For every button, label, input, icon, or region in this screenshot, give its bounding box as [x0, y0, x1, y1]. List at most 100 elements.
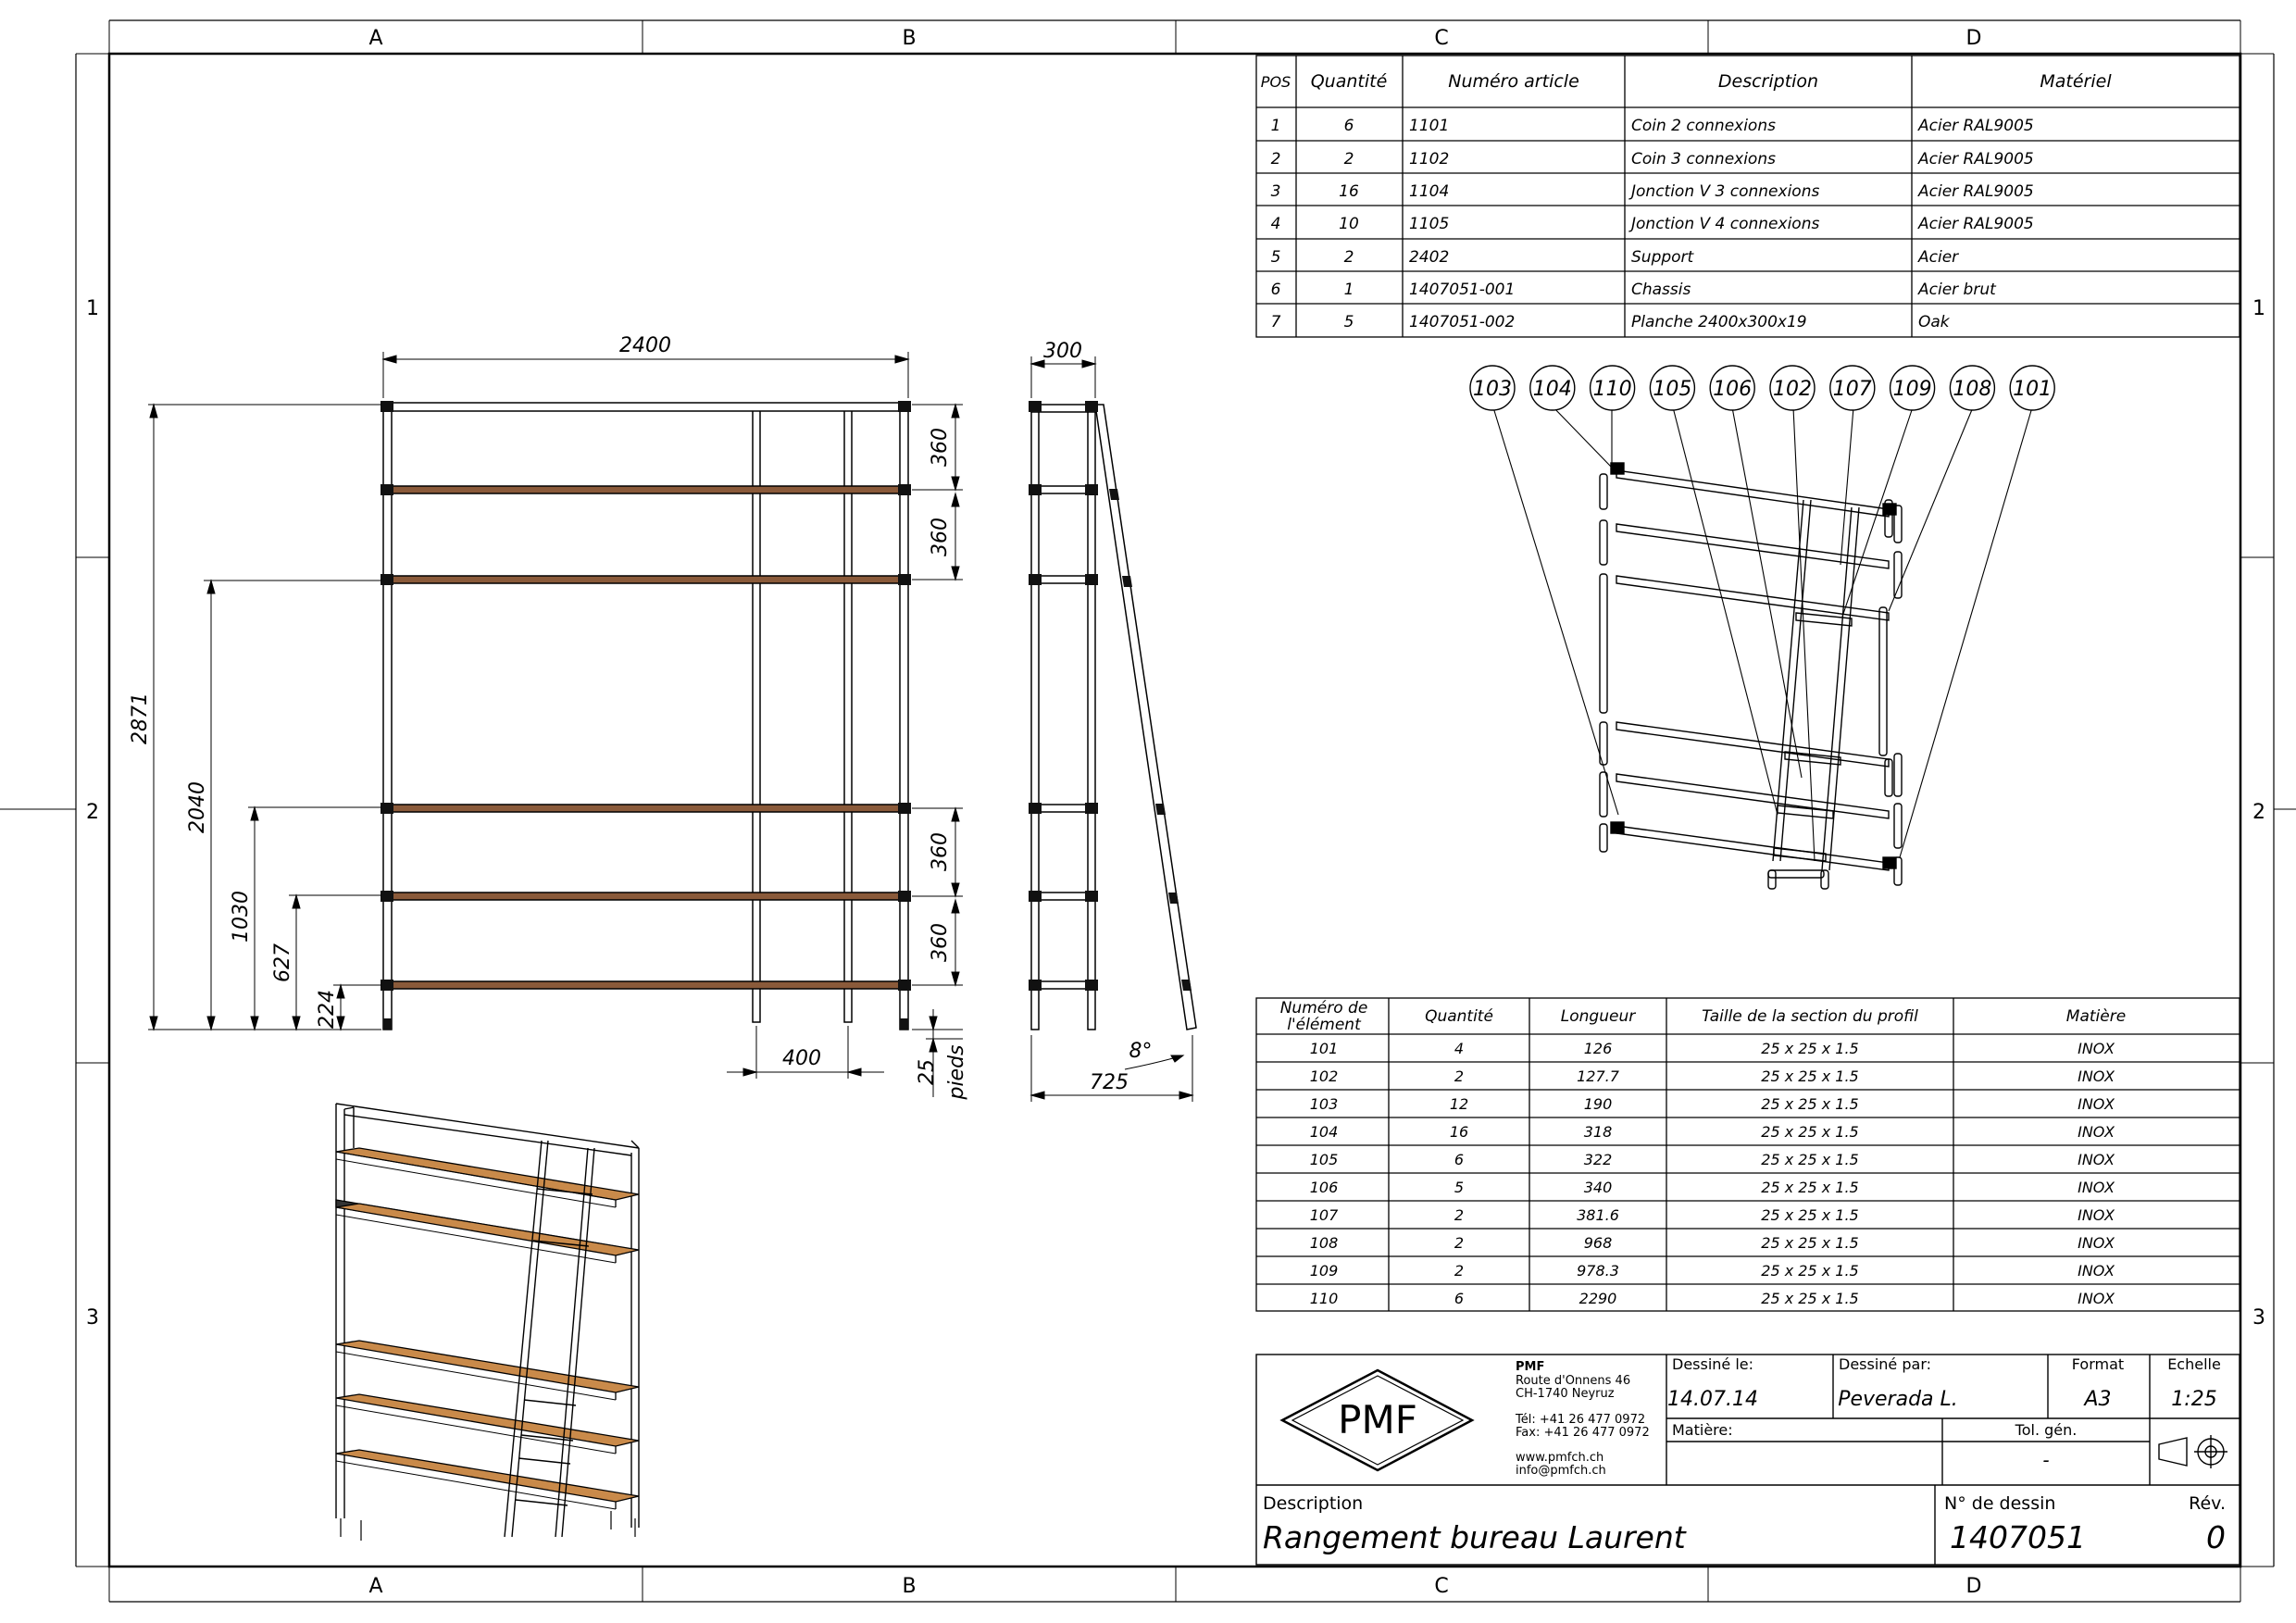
company-mail: info@pmfch.ch: [1516, 1464, 1606, 1478]
profile-cell: 2290: [1579, 1290, 1617, 1307]
scale-value: 1:25: [2171, 1388, 2216, 1411]
zone-labels: A B C D A B C D 1 2 3 1 2 3: [86, 27, 2265, 1598]
balloon: [2009, 365, 2055, 411]
profile-cell: 318: [1584, 1123, 1613, 1141]
description-label: Description: [1263, 1493, 1363, 1514]
profile-cell: 381.6: [1577, 1206, 1619, 1224]
profile-cell: INOX: [2078, 1290, 2115, 1307]
col-label-top-c: C: [1434, 27, 1448, 50]
profile-cell: INOX: [2078, 1206, 2115, 1224]
profile-cell: 2: [1454, 1206, 1464, 1224]
bom-cell: 2: [1344, 150, 1354, 169]
dim-400: 400: [782, 1047, 821, 1070]
col-label-bottom-b: B: [902, 1575, 916, 1598]
bom-cell: 1: [1344, 281, 1354, 299]
bom-cell: 1101: [1409, 117, 1449, 135]
profile-cell: 25 x 25 x 1.5: [1761, 1123, 1858, 1141]
profile-cell: 126: [1584, 1040, 1613, 1057]
drawn-on-value: 14.07.14: [1667, 1388, 1758, 1411]
row-label-left-1: 1: [86, 297, 99, 320]
bom-cell: 1104: [1409, 182, 1449, 201]
profile-cell: 322: [1584, 1151, 1613, 1168]
profile-cell: 109: [1310, 1262, 1339, 1280]
profile-cell: 108: [1310, 1234, 1339, 1252]
company-logo: PMF: [1279, 1368, 1475, 1472]
profile-header-section: Taille de la section du profil: [1702, 1007, 1918, 1026]
profile-cell: 2: [1454, 1234, 1464, 1252]
balloon-label: 110: [1593, 378, 1632, 401]
col-label-top-b: B: [902, 27, 916, 50]
dim-feet-label: pieds: [945, 1044, 968, 1100]
balloon: [1949, 365, 1996, 411]
col-label-bottom-a: A: [368, 1575, 382, 1598]
bom-header-qty: Quantité: [1311, 71, 1388, 92]
bom-cell: 1407051-001: [1409, 281, 1515, 299]
bom-header-material: Matériel: [2040, 71, 2112, 92]
balloon-label: 105: [1653, 378, 1691, 401]
drawn-on-label: Dessiné le:: [1672, 1355, 1753, 1373]
profile-cell: INOX: [2078, 1179, 2115, 1196]
dim-360-b: 360: [929, 518, 952, 556]
profile-cell: 25 x 25 x 1.5: [1761, 1262, 1858, 1280]
profile-cell: 2: [1454, 1262, 1464, 1280]
profile-header-length: Longueur: [1561, 1007, 1636, 1026]
bom-cell: 16: [1339, 182, 1359, 201]
company-web: www.pmfch.ch: [1516, 1451, 1603, 1465]
bom-header-pos: POS: [1261, 73, 1291, 91]
profile-cell: 340: [1584, 1179, 1613, 1196]
row-label-right-1: 1: [2252, 297, 2265, 320]
tol-value: -: [2042, 1449, 2049, 1471]
logo-text: PMF: [1338, 1397, 1417, 1442]
tol-label: Tol. gén.: [2015, 1421, 2078, 1439]
row-label-right-2: 2: [2252, 801, 2265, 824]
profile-cell: INOX: [2078, 1234, 2115, 1252]
bom-cell: 6: [1271, 281, 1281, 299]
profile-table: Numéro de l'élément Quantité Longueur Ta…: [1255, 997, 2240, 1312]
title-block: PMF PMF Route d'Onnens 46 CH-1740 Neyruz…: [1255, 1354, 2240, 1566]
drawing-number-label: N° de dessin: [1944, 1493, 2055, 1514]
bom-cell: Acier RAL9005: [1917, 150, 2034, 169]
dim-2040: 2040: [186, 781, 209, 833]
profile-header-material: Matière: [2066, 1007, 2126, 1026]
bom-cell: Acier RAL9005: [1917, 215, 2034, 233]
company-address-2: CH-1740 Neyruz: [1516, 1387, 1615, 1401]
balloon: [1769, 365, 1816, 411]
profile-cell: 107: [1310, 1206, 1339, 1224]
profile-cell: 25 x 25 x 1.5: [1761, 1290, 1858, 1307]
profile-cell: 5: [1454, 1179, 1464, 1196]
balloon: [1889, 365, 1936, 411]
side-dimension-text: 300 8° 725: [1043, 340, 1153, 1094]
bom-cell: Acier: [1917, 248, 1959, 267]
dim-height-total: 2871: [129, 693, 152, 744]
drawing-number-value: 1407051: [1950, 1519, 2086, 1555]
balloon: [1589, 365, 1636, 411]
bom-cell: 1105: [1409, 215, 1449, 233]
scale-label: Echelle: [2167, 1355, 2221, 1373]
material-label: Matière:: [1672, 1421, 1733, 1439]
leader-lines: [1491, 404, 2033, 862]
col-label-top-d: D: [1966, 27, 1982, 50]
profile-cell: 102: [1310, 1067, 1339, 1085]
bom-cell: 1102: [1409, 150, 1449, 169]
dim-base-725: 725: [1090, 1071, 1129, 1094]
profile-cell: 12: [1450, 1095, 1468, 1113]
bom-cell: Acier RAL9005: [1917, 182, 2034, 201]
bom-cell: 5: [1344, 313, 1354, 331]
drawn-by-label: Dessiné par:: [1839, 1355, 1931, 1373]
bom-cell: 1407051-002: [1409, 313, 1515, 331]
bom-cell: Support: [1631, 248, 1695, 267]
profile-cell: INOX: [2078, 1067, 2115, 1085]
profile-cell: 104: [1310, 1123, 1339, 1141]
balloon: [1529, 365, 1576, 411]
bom-header-description: Description: [1718, 71, 1818, 92]
description-value: Rangement bureau Laurent: [1263, 1519, 1687, 1555]
dim-360-a: 360: [929, 428, 952, 467]
balloon-label: 104: [1533, 378, 1572, 401]
profile-header-num-2: l'élément: [1287, 1016, 1362, 1034]
dim-360-d: 360: [929, 923, 952, 962]
col-label-top-a: A: [368, 27, 382, 50]
profile-cell: 978.3: [1577, 1262, 1619, 1280]
profile-cell: INOX: [2078, 1151, 2115, 1168]
dim-627: 627: [271, 943, 294, 982]
